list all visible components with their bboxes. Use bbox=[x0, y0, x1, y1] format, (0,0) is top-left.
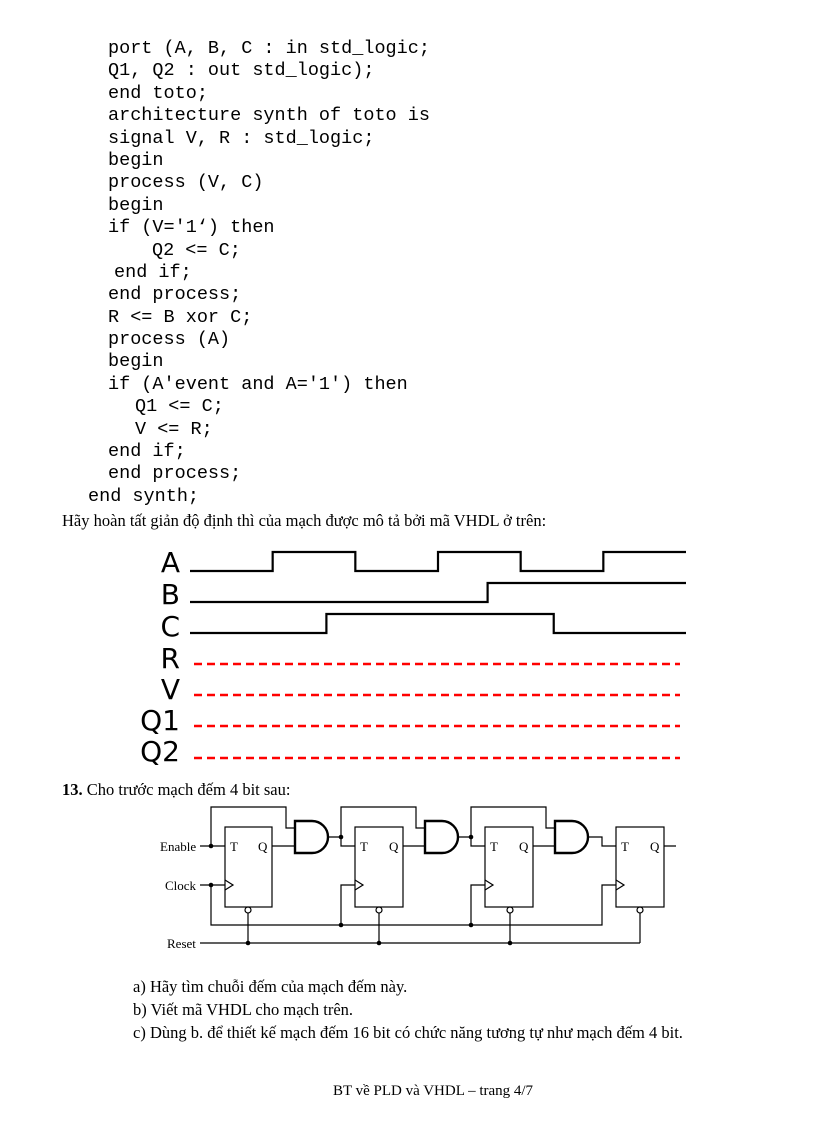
code-line: signal V, R : std_logic; bbox=[108, 127, 375, 149]
code-line: end if; bbox=[114, 261, 192, 283]
ff2-t-label: T bbox=[360, 839, 368, 854]
code-line: architecture synth of toto is bbox=[108, 105, 430, 127]
code-line: Q1, Q2 : out std_logic); bbox=[108, 60, 375, 82]
and-gate-1 bbox=[293, 819, 330, 855]
vhdl-code-block: port (A, B, C : in std_logic;Q1, Q2 : ou… bbox=[0, 38, 430, 508]
code-line: R <= B xor C; bbox=[108, 306, 253, 328]
signal-label-R: R bbox=[161, 642, 180, 675]
ff3-q-label: Q bbox=[519, 839, 529, 854]
code-line: V <= R; bbox=[135, 418, 213, 440]
ff4-t-label: T bbox=[621, 839, 629, 854]
code-line: end synth; bbox=[88, 485, 200, 507]
question-number: 13. bbox=[62, 780, 83, 799]
ff3-t-label: T bbox=[490, 839, 498, 854]
page-footer: BT về PLD và VHDL – trang 4/7 bbox=[332, 1083, 534, 1099]
task-b: b) Viết mã VHDL cho mạch trên. bbox=[133, 1000, 354, 1019]
task-a: a) Hãy tìm chuỗi đếm của mạch đếm này. bbox=[133, 977, 408, 996]
code-line: if (A'event and A='1') then bbox=[108, 373, 408, 395]
code-line: end process; bbox=[108, 463, 242, 485]
counter-circuit-diagram: Enable Clock Reset T Q T Q T Q T Q bbox=[160, 806, 676, 951]
question-13: 13. Cho trước mạch đếm 4 bit sau: bbox=[62, 780, 290, 800]
code-line: Q1 <= C; bbox=[135, 396, 224, 418]
code-line: end toto; bbox=[108, 82, 208, 104]
task-c: c) Dùng b. để thiết kế mạch đếm 16 bit c… bbox=[133, 1023, 683, 1042]
enable-label: Enable bbox=[160, 839, 196, 854]
ff4-q-label: Q bbox=[650, 839, 660, 854]
code-line: process (V, C) bbox=[108, 172, 264, 194]
ff1-t-label: T bbox=[230, 839, 238, 854]
code-line: begin bbox=[108, 149, 164, 171]
and-gate-2 bbox=[423, 819, 460, 855]
instruction-text: Hãy hoàn tất giản độ định thì của mạch đ… bbox=[62, 511, 547, 530]
code-line: process (A) bbox=[108, 329, 231, 351]
clock-label: Clock bbox=[165, 878, 197, 893]
code-line: end if; bbox=[108, 441, 186, 463]
code-line: end process; bbox=[108, 284, 242, 306]
ff1-q-label: Q bbox=[258, 839, 268, 854]
reset-label: Reset bbox=[167, 936, 196, 951]
signal-label-Q1: Q1 bbox=[140, 704, 180, 737]
signal-label-A: A bbox=[161, 546, 180, 579]
code-line: begin bbox=[108, 194, 164, 216]
code-line: Q2 <= C; bbox=[152, 239, 241, 261]
waveform-C bbox=[190, 612, 686, 635]
ff2-q-label: Q bbox=[389, 839, 399, 854]
waveform-B bbox=[190, 581, 686, 604]
waveform-A bbox=[190, 550, 686, 573]
signal-label-Q2: Q2 bbox=[140, 735, 180, 768]
signal-label-V: V bbox=[161, 673, 180, 706]
code-line: begin bbox=[108, 351, 164, 373]
and-gate-3 bbox=[553, 819, 590, 855]
signal-label-C: C bbox=[160, 610, 180, 643]
question-text: Cho trước mạch đếm 4 bit sau: bbox=[82, 780, 291, 799]
code-line: port (A, B, C : in std_logic; bbox=[108, 38, 430, 59]
signal-label-B: B bbox=[161, 578, 180, 611]
code-line: if (V='1‘) then bbox=[108, 217, 275, 239]
